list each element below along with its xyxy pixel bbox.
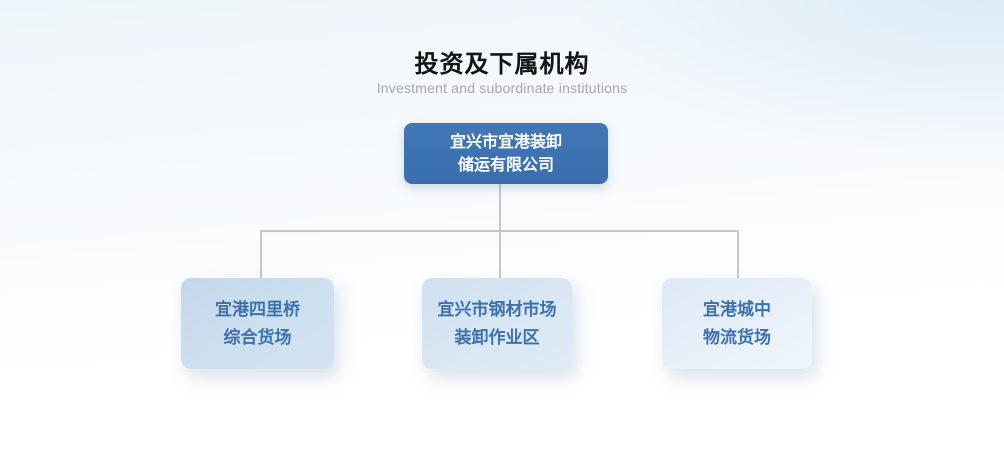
org-node-silqiao-yard: 宜港四里桥 综合货场 (181, 278, 334, 369)
org-node-root-label-line2: 储运有限公司 (457, 156, 554, 174)
org-node-label-line1: 宜兴市钢材市场 (437, 299, 557, 319)
org-node-label-line1: 宜港四里桥 (215, 299, 300, 319)
org-node-label-line2: 综合货场 (223, 327, 292, 347)
connector-middle-drop (499, 230, 501, 278)
org-node-label-line1: 宜港城中 (703, 299, 771, 319)
org-node-label-line2: 物流货场 (703, 327, 771, 347)
org-node-root: 宜兴市宜港装卸 储运有限公司 (404, 123, 608, 184)
connector-right-drop (737, 230, 739, 278)
page-title: 投资及下属机构 (414, 51, 590, 78)
connector-left-drop (260, 230, 262, 278)
page-subtitle: Investment and subordinate institutions (376, 80, 628, 96)
connector-root-drop (499, 183, 501, 231)
org-node-label-line2: 装卸作业区 (454, 327, 540, 347)
org-node-root-label-line1: 宜兴市宜港装卸 (449, 133, 562, 151)
org-node-steel-market-area: 宜兴市钢材市场 装卸作业区 (422, 278, 572, 369)
org-node-chengzhong-logistics: 宜港城中 物流货场 (662, 278, 812, 369)
